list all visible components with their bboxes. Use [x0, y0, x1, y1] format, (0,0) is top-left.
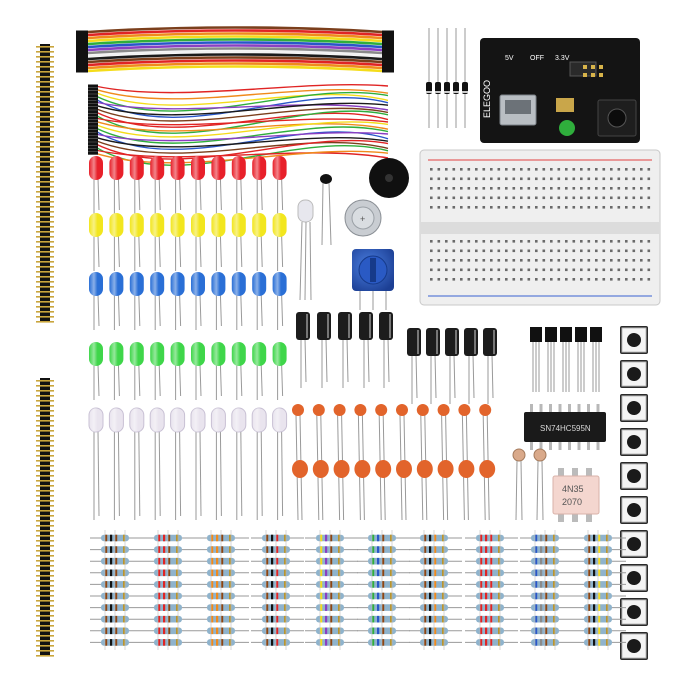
ceramic-capacitor-small: [354, 404, 367, 416]
ceramic-capacitor-small: [416, 404, 429, 416]
ceramic-capacitor: [292, 460, 308, 478]
resistors: [90, 530, 626, 650]
tact-switches: [620, 326, 648, 660]
transistor: [590, 327, 602, 342]
power-module-label-3v3: 3.3V: [555, 55, 570, 62]
buzzer-marking: +: [360, 214, 365, 224]
ceramic-capacitor: [458, 460, 475, 478]
shift-register-ic: SN74HC595N: [524, 404, 606, 450]
ceramic-capacitor-small: [479, 404, 492, 416]
jumper-wire-ribbon: [76, 26, 394, 73]
transistor: [575, 327, 587, 342]
optocoupler-marking-1: 4N35: [562, 484, 584, 494]
power-module-label-off: OFF: [530, 55, 544, 62]
transistor: [560, 327, 572, 342]
ceramic-capacitor-small: [333, 404, 346, 416]
thermistor: [320, 174, 332, 246]
optocoupler: 4N35 2070: [552, 468, 600, 522]
loose-jumper-wires: [88, 83, 389, 166]
photoresistors: [512, 448, 547, 521]
led-array: [88, 156, 288, 520]
ceramic-capacitor: [333, 460, 350, 478]
active-buzzer: [369, 158, 409, 198]
diodes: [426, 28, 468, 128]
transistor: [530, 327, 542, 342]
ceramic-capacitor: [396, 460, 412, 478]
electrolytic-capacitors: [296, 312, 497, 404]
ceramic-capacitor-small: [312, 404, 325, 416]
ceramic-capacitor: [479, 460, 496, 478]
transistors: [530, 327, 602, 392]
ic-marking: SN74HC595N: [540, 424, 591, 433]
ceramic-capacitor: [312, 460, 329, 478]
potentiometer: [352, 249, 394, 310]
ceramic-capacitor: [354, 460, 371, 478]
ceramic-capacitor: [375, 460, 392, 478]
mini-breadboard: [419, 149, 661, 306]
header-pin-strip-top: [36, 44, 54, 323]
optocoupler-marking-2: 2070: [562, 497, 582, 507]
header-pin-strip-bottom: [36, 378, 54, 657]
rgb-led: [297, 199, 314, 301]
ceramic-capacitor-small: [292, 404, 304, 416]
transistor: [545, 327, 557, 342]
power-module-label-5v: 5V: [505, 55, 514, 62]
breadboard-power-module: ELEGOO 5V OFF 3.3V: [480, 38, 640, 143]
ceramic-capacitor: [416, 460, 433, 478]
power-module-brand: ELEGOO: [482, 80, 492, 118]
ceramic-capacitor: [437, 460, 454, 478]
ceramic-capacitors: [292, 404, 496, 521]
ceramic-capacitor-small: [375, 404, 388, 416]
ceramic-capacitor-small: [437, 404, 450, 416]
ceramic-capacitor-small: [458, 404, 471, 416]
ceramic-capacitor-small: [396, 404, 408, 416]
passive-buzzer: +: [344, 199, 382, 237]
